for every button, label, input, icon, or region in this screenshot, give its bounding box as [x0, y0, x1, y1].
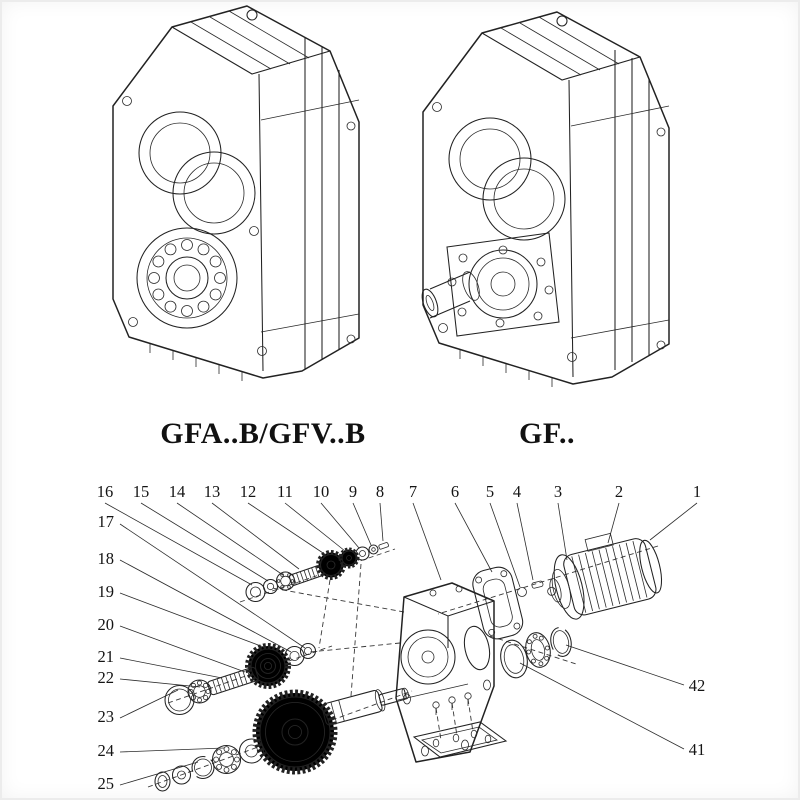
part-number-25: 25 — [98, 774, 115, 793]
bolt-holes — [432, 102, 666, 362]
model-label-gfab: GFA..B/GFV..B — [160, 417, 366, 450]
part-number-42: 42 — [689, 676, 706, 695]
gearbox-drawing-gfab — [112, 5, 360, 381]
part-number-21: 21 — [98, 647, 115, 666]
flange-bolt-holes — [447, 245, 554, 328]
input-shaft-parts-row — [245, 542, 389, 603]
part-number-12: 12 — [240, 482, 257, 501]
part-number-10: 10 — [313, 482, 330, 501]
part-number-15: 15 — [133, 482, 150, 501]
part-number-2: 2 — [615, 482, 623, 501]
model-label-gf: GF.. — [519, 417, 575, 450]
part-number-4: 4 — [513, 482, 521, 501]
ball-bearing — [525, 632, 551, 668]
output-shaft — [421, 271, 480, 319]
part-number-6: 6 — [451, 482, 459, 501]
gasket — [472, 566, 524, 640]
motor — [547, 532, 663, 620]
part-numbers-left: 17 18 19 20 21 22 23 24 25 — [98, 512, 115, 793]
part-number-18: 18 — [98, 549, 115, 568]
part-number-16: 16 — [97, 482, 114, 501]
part-number-13: 13 — [204, 482, 221, 501]
bolts — [432, 692, 472, 715]
bolt-holes — [122, 96, 356, 356]
part-number-19: 19 — [98, 582, 115, 601]
part-number-24: 24 — [98, 741, 115, 760]
part-number-17: 17 — [98, 512, 115, 531]
part-numbers-top: 16 15 14 13 12 11 10 9 8 7 6 5 4 3 2 1 — [97, 482, 701, 501]
seal-ring — [500, 639, 528, 679]
part-number-14: 14 — [169, 482, 186, 501]
leader-lines — [104, 502, 698, 786]
part-number-20: 20 — [98, 615, 115, 634]
bearing-rollers — [148, 239, 226, 317]
part-number-5: 5 — [486, 482, 494, 501]
part-numbers-right: 42 41 — [689, 676, 706, 759]
output-shaft-parts-row — [154, 687, 409, 792]
base-plate — [412, 692, 508, 758]
fastener-small-parts — [517, 580, 544, 597]
part-number-9: 9 — [349, 482, 357, 501]
exploded-diagram: 16 15 14 13 12 11 10 9 8 7 6 5 4 3 2 1 1… — [97, 482, 706, 793]
intermediate-shaft-parts-row — [164, 642, 317, 716]
part-number-3: 3 — [554, 482, 562, 501]
part-number-23: 23 — [98, 707, 115, 726]
part-number-7: 7 — [409, 482, 417, 501]
part-number-8: 8 — [376, 482, 384, 501]
output-shaft-exploded — [321, 687, 409, 726]
snap-ring — [550, 627, 572, 657]
gearbox-drawing-gf — [421, 11, 670, 387]
part-number-1: 1 — [693, 482, 701, 501]
part-number-41: 41 — [689, 740, 706, 759]
part-number-11: 11 — [277, 482, 293, 501]
part-number-22: 22 — [98, 668, 115, 687]
